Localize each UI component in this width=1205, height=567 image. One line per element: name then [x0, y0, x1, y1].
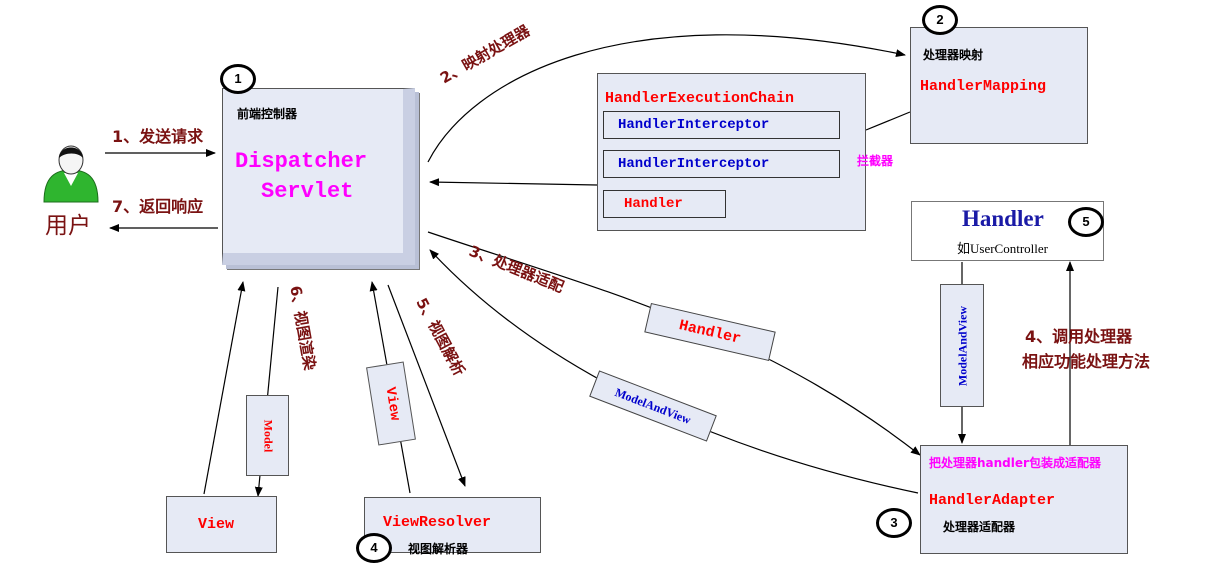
step-4-label-line2: 相应功能处理方法	[1022, 352, 1151, 371]
chain-handler-label: Handler	[624, 196, 683, 212]
handler-execution-chain-box[interactable]: HandlerExecutionChain HandlerInterceptor…	[597, 73, 866, 231]
badge-3: 3	[876, 508, 912, 538]
model-tag: Model	[246, 395, 289, 476]
arrow-chain-return	[429, 178, 598, 187]
arrow-view-to-dispatcher	[203, 281, 246, 495]
modelandview-tag-2: ModelAndView	[940, 284, 984, 407]
arrow-modelandview-return	[429, 249, 919, 494]
handler-adapter-name: HandlerAdapter	[929, 492, 1056, 509]
arrow-to-viewresolver	[387, 284, 466, 487]
handler-mapping-caption: 处理器映射	[923, 48, 984, 62]
view-resolver-name: ViewResolver	[383, 514, 492, 531]
badge-2: 2	[922, 5, 958, 35]
view-resolver-caption: 视图解析器	[408, 542, 469, 556]
handler-mapping-name: HandlerMapping	[920, 78, 1047, 95]
chain-interceptor-1-label: HandlerInterceptor	[618, 117, 770, 133]
step-1-label: 1、发送请求	[112, 127, 204, 146]
arrow-map-handler	[427, 34, 906, 163]
interceptor-note: 拦截器	[857, 154, 894, 168]
chain-interceptor-2-label: HandlerInterceptor	[618, 156, 770, 172]
handler-mapping-box[interactable]: 处理器映射 HandlerMapping	[910, 27, 1088, 144]
dispatcher-name-line2: Servlet	[261, 179, 354, 204]
handler-adapter-caption: 处理器适配器	[943, 520, 1016, 534]
modelandview-tag-2-label: ModelAndView	[955, 305, 970, 387]
connector-mapping-chain	[865, 111, 911, 131]
dispatcher-servlet-box[interactable]: 前端控制器 Dispatcher Servlet	[222, 88, 415, 265]
chain-handler[interactable]: Handler	[603, 190, 726, 218]
view-box[interactable]: View	[166, 496, 277, 553]
handler-subtitle: 如UserController	[957, 241, 1048, 256]
badge-4: 4	[356, 533, 392, 563]
dispatcher-caption: 前端控制器	[237, 107, 298, 121]
chain-interceptor-1[interactable]: HandlerInterceptor	[603, 111, 840, 139]
step-4-label-line1: 4、调用处理器	[1025, 327, 1133, 346]
view-resolver-box[interactable]: ViewResolver	[364, 497, 541, 553]
model-tag-label: Model	[261, 419, 276, 453]
view-box-label: View	[198, 516, 235, 533]
chain-interceptor-2[interactable]: HandlerInterceptor	[603, 150, 840, 178]
badge-1: 1	[220, 64, 256, 94]
step-7-label: 7、返回响应	[112, 197, 204, 216]
handler-title: Handler	[962, 206, 1044, 231]
chain-title: HandlerExecutionChain	[605, 90, 795, 107]
view-tag-label: View	[381, 385, 403, 422]
dispatcher-name-line1: Dispatcher	[235, 149, 368, 174]
user-label: 用户	[45, 213, 91, 238]
handler-adapter-box[interactable]: 把处理器handler包装成适配器 HandlerAdapter 处理器适配器	[920, 445, 1128, 554]
badge-5: 5	[1068, 207, 1104, 237]
adapter-wrap-note: 把处理器handler包装成适配器	[929, 456, 1101, 470]
user-icon	[43, 145, 99, 203]
